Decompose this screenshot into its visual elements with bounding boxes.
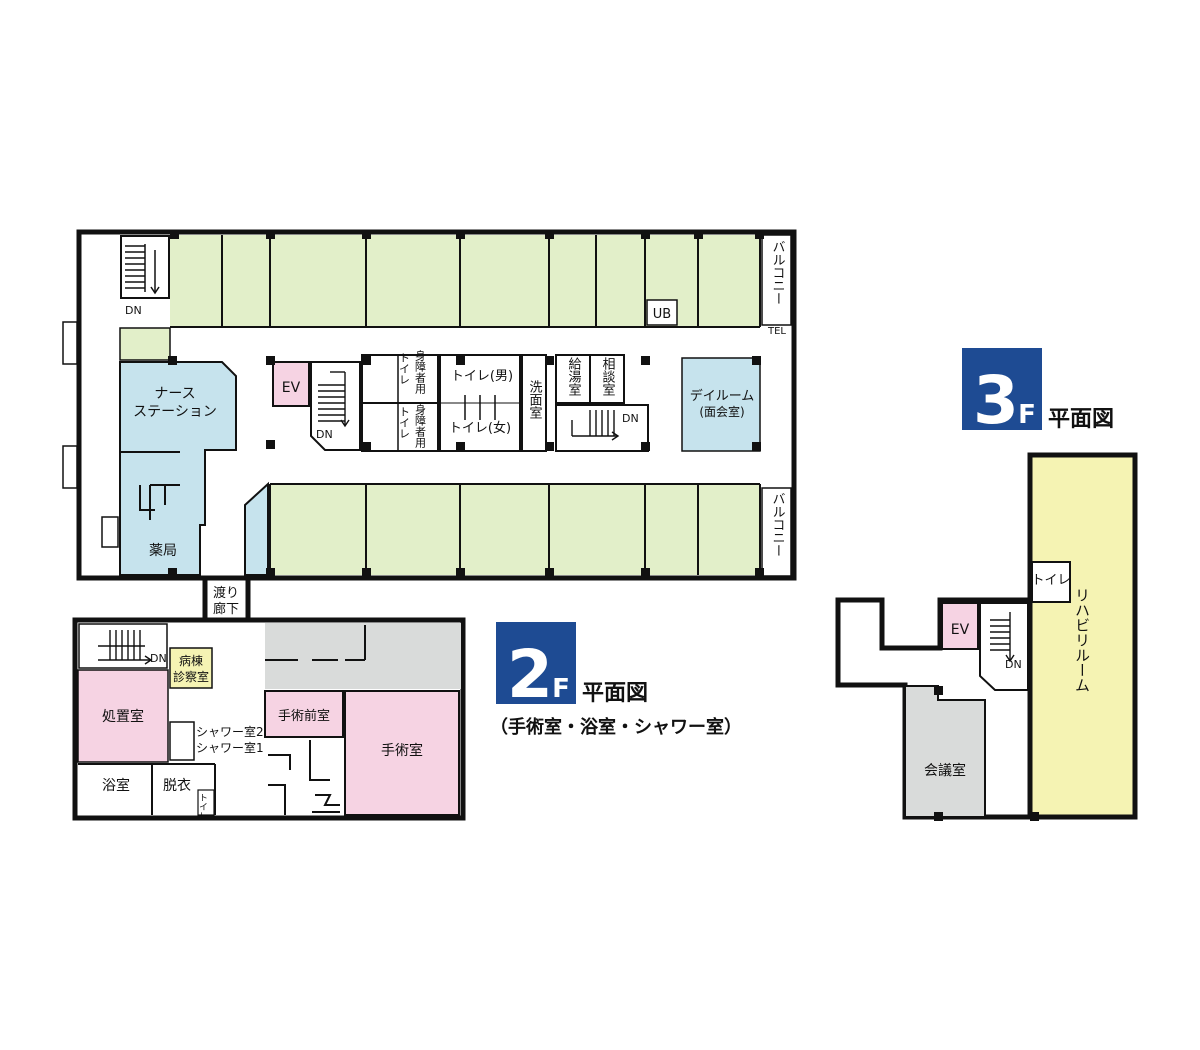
operating-room-label: 手術室 (381, 742, 423, 759)
floor2-subtitle: （手術室・浴室・シャワー室） (490, 716, 742, 738)
bottom-patient-rooms (244, 481, 761, 576)
dayroom (681, 357, 761, 452)
elevator-2f (272, 361, 310, 407)
dayroom-label-1: デイルーム (690, 388, 755, 404)
floor3-toilet-label: トイレ (1031, 573, 1070, 588)
floor2-badge-letter: F (552, 674, 570, 704)
floor3-title-group: 3 F 平面図 (962, 348, 1114, 439)
toilet-female-label: トイレ(女) (449, 420, 511, 436)
connecting-corridor: 渡り 廊下 (202, 578, 251, 620)
treatment-label: 処置室 (102, 708, 144, 725)
washroom-label: 洗面室 (527, 380, 543, 419)
floor3-badge-letter: F (1018, 400, 1036, 430)
stair-service-dn: DN (622, 412, 639, 425)
ev-label-2f: EV (282, 380, 301, 396)
small-toilet-label: トイレ (197, 793, 208, 820)
stair-center: DN (310, 361, 361, 451)
floor2-badge-number: 2 (507, 636, 553, 713)
nurse-station-label-1: ナース (154, 386, 195, 402)
floor3-ev-label: EV (951, 622, 970, 638)
service-block: 給湯室 相談室 DN (555, 354, 649, 452)
floor2-ward-block: バルコニー バルコニー TEL DN ナース (62, 229, 797, 581)
toilet-b-accessible: 身障者用 (414, 403, 427, 449)
rehab-room (1027, 452, 1138, 820)
corridor-label-1: 渡り (213, 585, 239, 601)
floor2-surgery-block: DN 病棟 診察室 処置室 シャワー室2 シャワー室1 浴室 脱衣 トイレ 手術… (72, 617, 466, 821)
pre-op-label: 手術前室 (278, 708, 330, 724)
stair-top-left: DN (120, 235, 170, 317)
shower2-label: シャワー室2 (196, 724, 264, 739)
ward-exam-label-1: 病棟 (179, 653, 203, 668)
toilet-male-label: トイレ(男) (451, 369, 513, 384)
pharmacy-label: 薬局 (149, 543, 177, 559)
corridor-label-2: 廊下 (213, 601, 239, 617)
ub-label: UB (653, 307, 671, 322)
top-patient-rooms (119, 235, 761, 361)
balcony-bottom-label: バルコニー (770, 492, 786, 557)
ward-exam-label-2: 診察室 (173, 669, 209, 684)
surgery-stair-dn: DN (150, 652, 167, 665)
stair-center-dn: DN (316, 428, 333, 441)
floor3-plan: リハビリルーム トイレ 会議室 EV DN (835, 452, 1138, 821)
floor3-badge (962, 348, 1042, 430)
shower1-label: シャワー室1 (196, 740, 264, 755)
nurse-station-label-2: ステーション (133, 404, 217, 420)
dayroom-label-2: (面会室) (699, 404, 744, 419)
floor2-badge (496, 622, 576, 704)
unit-bath (646, 299, 678, 326)
floor3-badge-number: 3 (973, 362, 1019, 439)
structural-columns (168, 230, 764, 577)
tel-label: TEL (767, 326, 786, 337)
floor2-title: 平面図 (582, 681, 648, 706)
rehab-label: リハビリルーム (1073, 588, 1091, 693)
meeting-room-label: 会議室 (924, 762, 966, 779)
balcony-top-label: バルコニー (770, 240, 786, 305)
floor3-dn-label: DN (1005, 658, 1022, 671)
toilet-block: トイレ 身障者用 トイレ 身障者用 トイレ(男) トイレ(女) 洗面室 (361, 349, 547, 452)
floor2-title-group: 2 F 平面図 （手術室・浴室・シャワー室） (490, 622, 742, 738)
toilet-a-accessible: 身障者用 (414, 349, 427, 395)
bath-label: 浴室 (102, 777, 130, 794)
consultation-label: 相談室 (600, 357, 616, 396)
kitchenette-label: 給湯室 (566, 357, 582, 396)
floor3-title: 平面図 (1048, 407, 1114, 432)
toilet-b-label: トイレ (398, 406, 411, 439)
dressing-label: 脱衣 (163, 778, 191, 794)
stair-dn-label: DN (125, 304, 142, 317)
toilet-a-label: トイレ (398, 352, 411, 385)
